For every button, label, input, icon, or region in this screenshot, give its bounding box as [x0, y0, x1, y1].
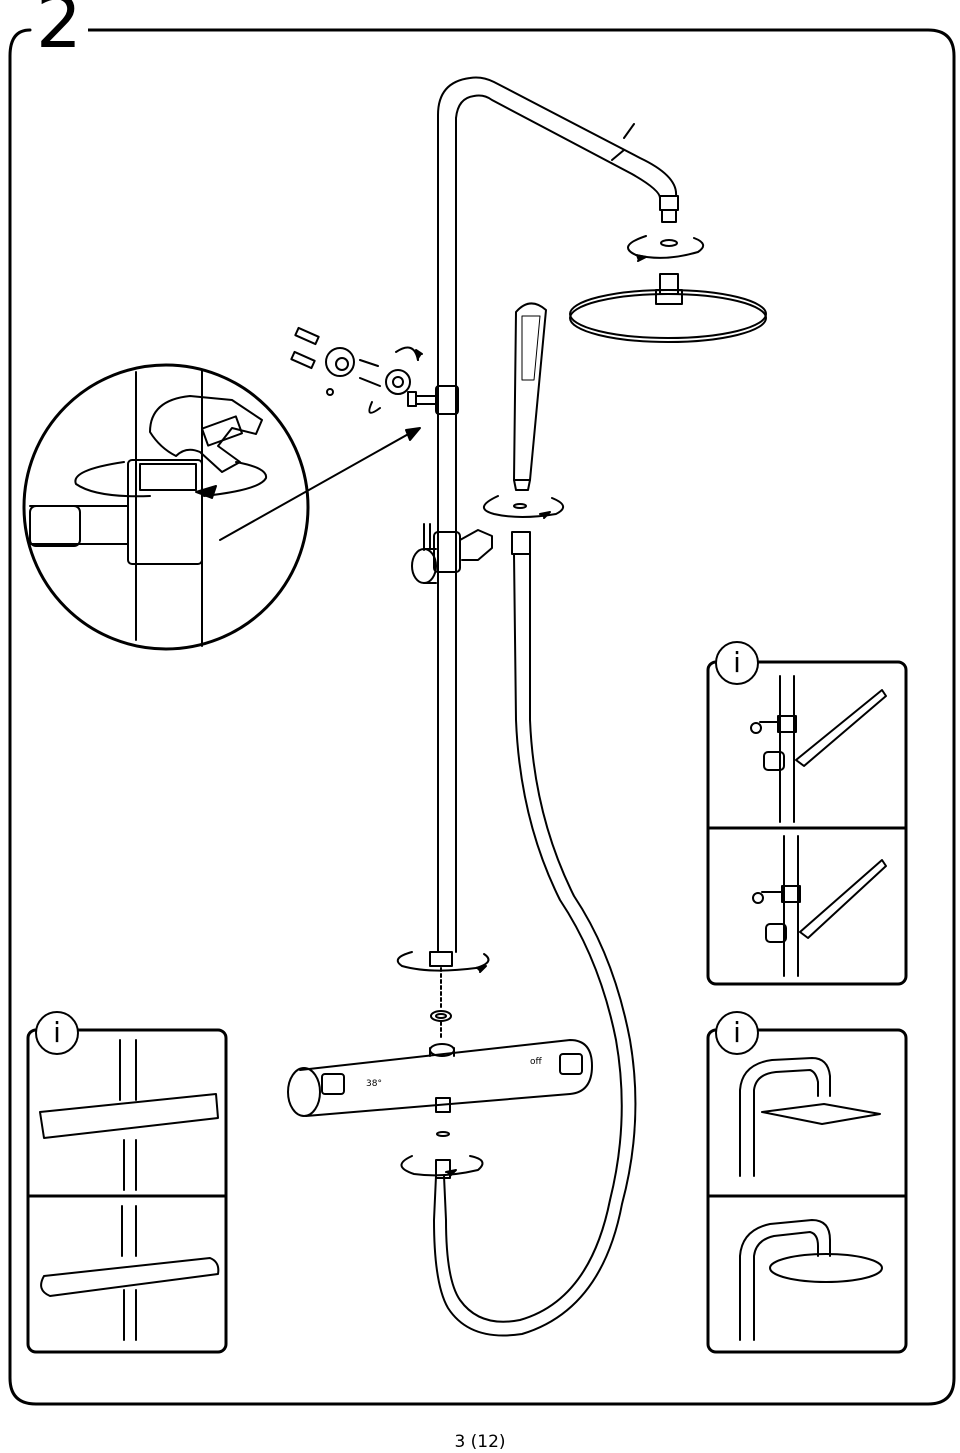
info-icon: i [35, 1011, 79, 1055]
info-icon: i [715, 1011, 759, 1055]
wall-fittings [290, 326, 423, 414]
info-panel-mixer [26, 1028, 228, 1354]
page-frame [8, 28, 956, 1406]
hand-shower [433, 302, 637, 1337]
step-number: 2 [34, 0, 88, 58]
mixer-temp-label: 38° [366, 1079, 382, 1089]
detail-arrow [219, 431, 413, 541]
thermostatic-mixer [287, 1039, 593, 1179]
mixer-off-label: off [530, 1057, 543, 1067]
info-icon: i [715, 641, 759, 685]
page-number: 3 (12) [454, 1432, 506, 1452]
detail-magnifier [22, 363, 310, 651]
info-panel-hand-shower [706, 660, 908, 986]
shower-riser-assembly [396, 76, 767, 1041]
info-panel-shower-head [706, 1028, 908, 1354]
